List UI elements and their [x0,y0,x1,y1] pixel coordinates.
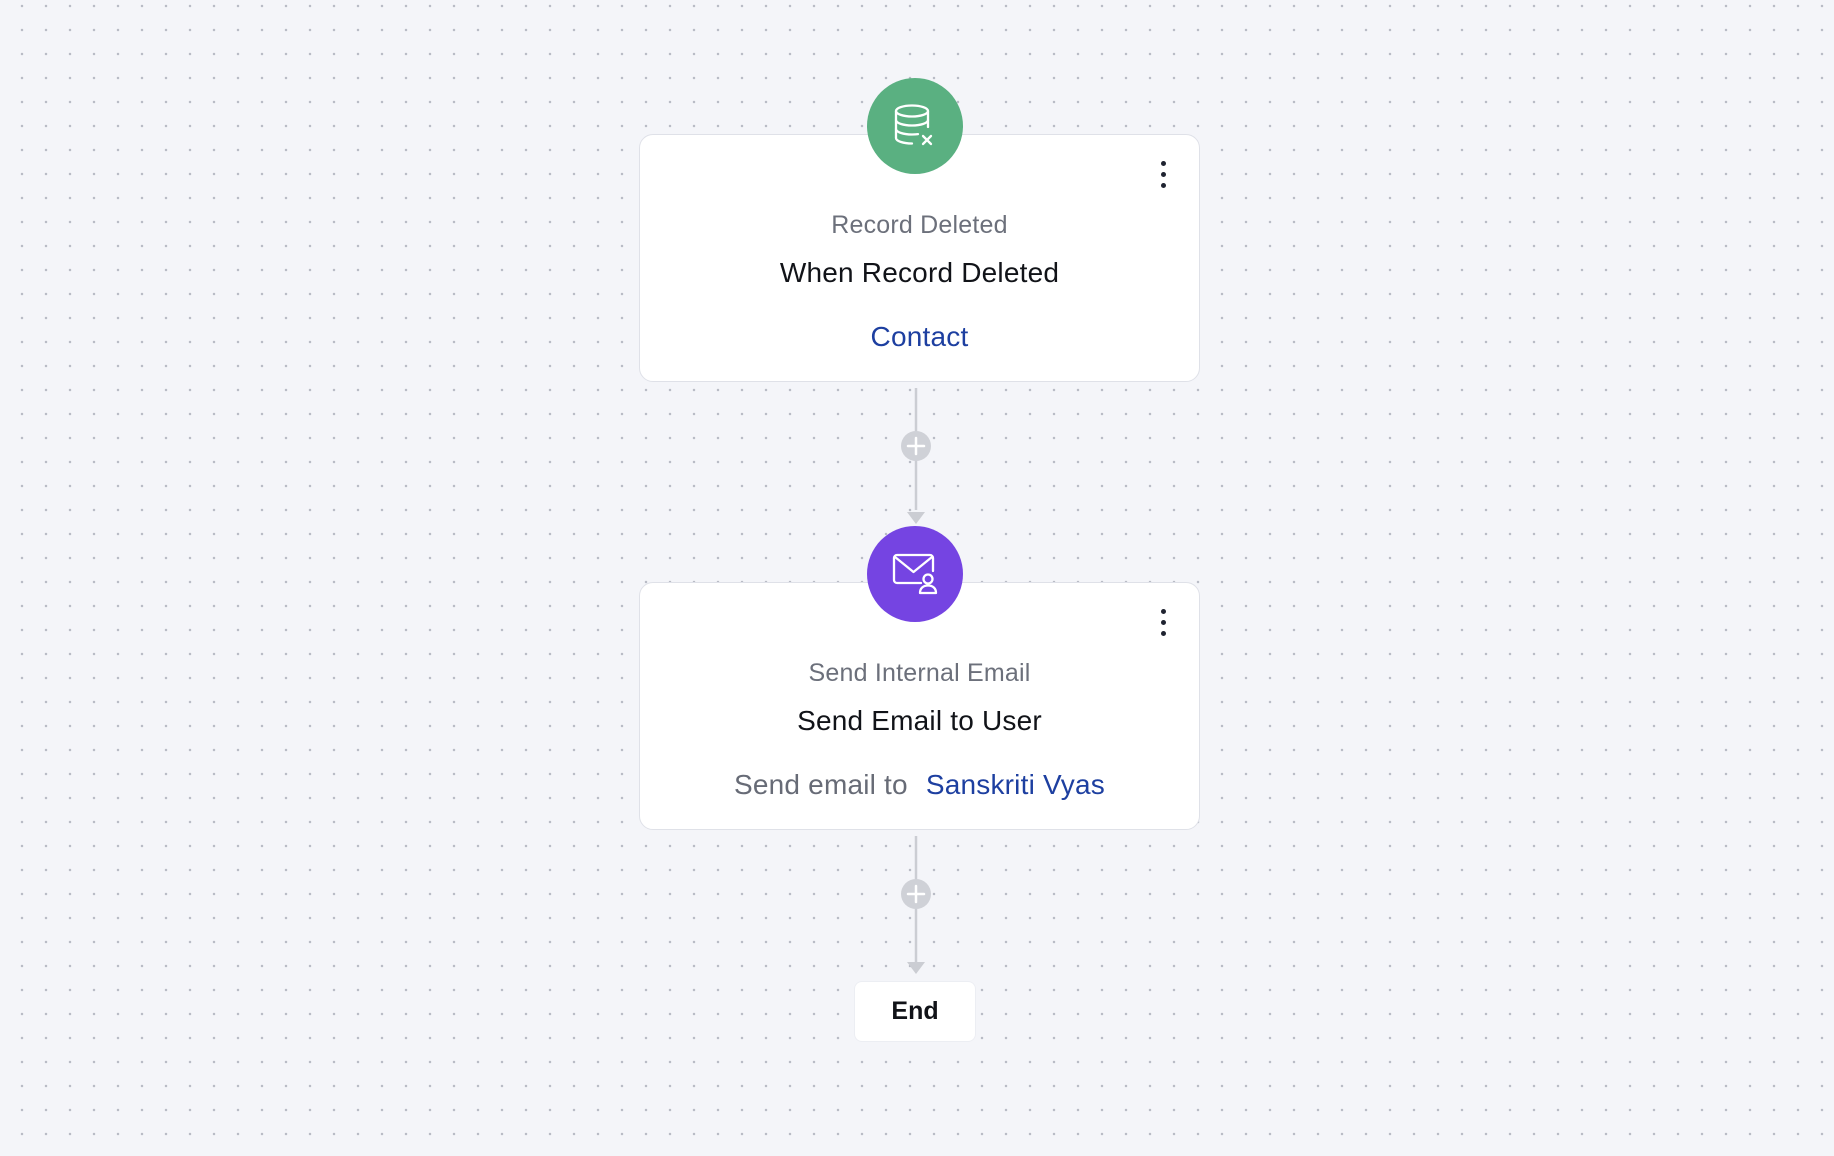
connector-arrow-icon [907,512,925,524]
trigger-object-link[interactable]: Contact [870,321,969,352]
end-node: End [855,982,975,1041]
action-detail: Send email to Sanskriti Vyas [640,769,1199,801]
trigger-node-icon[interactable] [867,78,963,174]
more-options-icon[interactable] [1151,605,1175,639]
trigger-title: When Record Deleted [779,257,1060,288]
action-node-icon[interactable] [867,526,963,622]
connector-arrow-icon [907,962,925,974]
action-type-label: Send Internal Email [808,659,1031,687]
add-step-button[interactable] [901,431,931,461]
trigger-type-label: Record Deleted [831,211,1008,239]
database-delete-icon [894,104,933,146]
action-detail-prefix: Send email to [734,769,908,800]
trigger-detail: Contact [640,321,1199,353]
email-user-icon [892,553,938,595]
more-options-icon[interactable] [1151,157,1175,191]
trigger-card[interactable]: Record Deleted When Record Deleted Conta… [639,134,1200,382]
action-title: Send Email to User [797,705,1042,736]
action-recipient-link[interactable]: Sanskriti Vyas [925,769,1105,800]
add-step-button[interactable] [901,879,931,909]
action-card[interactable]: Send Internal Email Send Email to User S… [639,582,1200,830]
